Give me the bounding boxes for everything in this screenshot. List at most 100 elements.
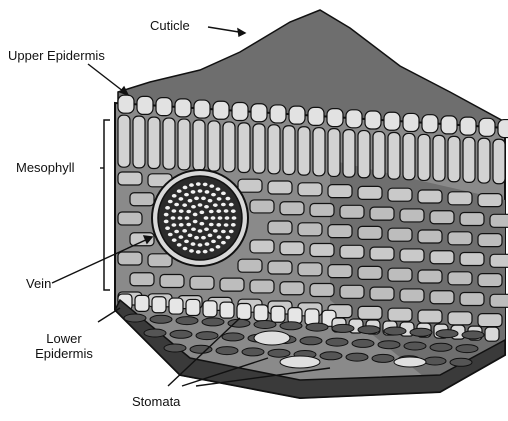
lower-epidermis-cell [237,304,251,320]
vein-cell [174,203,179,207]
vein-cell [208,199,213,203]
palisade-cell [268,125,280,174]
spongy-cell [148,254,172,267]
vein-cell [168,200,173,204]
spongy-cell [238,259,262,272]
palisade-cell [343,130,355,178]
bottom-cell [216,347,238,355]
bottom-cell [190,345,212,353]
palisade-cell [328,129,340,177]
mesophyll-bracket [104,120,110,290]
epidermis-cell [479,118,495,136]
vein-cell [226,197,231,201]
vein-cell [203,250,208,254]
spongy-cell [190,276,214,289]
spongy-cell [310,204,334,217]
vein-cell [229,203,234,207]
spongy-cell [310,284,334,297]
vein-cell [198,189,203,193]
vein-cell [179,223,184,227]
vein-cell [172,238,177,242]
bottom-cell [202,318,224,326]
bottom-cell [332,324,354,332]
vein-cell [209,223,214,227]
vein-cell [188,199,193,203]
bottom-cell [300,337,322,345]
spongy-cell [400,289,424,302]
upper-epidermis-label: Upper Epidermis [8,48,105,63]
bottom-cell [124,314,146,322]
vein-cell [211,193,216,197]
vein-cell [188,234,193,238]
vein-cell [193,220,198,224]
palisade-cell [418,134,430,180]
vein-cell [201,197,206,201]
spongy-cell [280,242,304,255]
epidermis-cell [232,103,248,121]
palisade-cell [283,126,295,175]
vein-cell [196,250,201,254]
epidermis-cell [403,113,419,131]
lower-epidermis-cell [169,298,183,314]
bottom-cell [436,330,458,338]
bottom-cell [346,353,368,361]
spongy-cell [478,234,502,247]
vein-cell [172,194,177,198]
vein-cell [213,203,218,207]
vein-cell [204,227,209,231]
vein-cell [183,186,188,190]
lower-epidermis-cell [271,306,285,322]
bottom-cell [456,345,478,353]
palisade-cell [118,115,130,167]
spongy-cell [418,310,442,323]
bottom-cell [450,358,472,366]
vein-cell [172,223,177,227]
epidermis-cell [194,100,210,118]
vein-cell [205,242,210,246]
vein-cell [226,236,231,240]
vein-cell [194,236,199,240]
spongy-cell [118,212,142,225]
spongy-cell [358,306,382,319]
spongy-cell [310,244,334,257]
lower-epidermis-leader [98,308,120,322]
spongy-cell [478,314,502,327]
vein-cell [193,213,198,217]
vein-cell [211,240,216,244]
stoma-opening [280,356,320,368]
vein-cell [208,234,213,238]
vein-cell [189,183,194,187]
vein-cell [231,223,236,227]
palisade-cell [178,119,190,170]
vein-cell [224,223,229,227]
vein-cell [216,209,221,213]
palisade-cell [148,117,160,168]
vein-cell [164,213,169,217]
spongy-cell [358,186,382,199]
bottom-cell [280,322,302,330]
spongy-cell [490,294,508,307]
palisade-cell [223,122,235,172]
spongy-cell [490,254,508,267]
lower-epidermis-cell [288,308,302,324]
vein-cell [165,206,170,210]
vein-cell [224,209,229,213]
vein-cell [221,203,226,207]
spongy-cell [448,272,472,285]
vein-cell [184,193,189,197]
vein-cell [221,192,226,196]
spongy-cell [478,274,502,287]
palisade-cell [163,118,175,169]
spongy-cell [250,240,274,253]
spongy-cell [250,280,274,293]
palisade-cell [463,137,475,182]
bottom-cell [176,317,198,325]
lower-epidermis-label: Lower Epidermis [26,331,102,361]
spongy-cell [388,228,412,241]
bottom-cell [358,326,380,334]
palisade-cell [133,116,145,168]
spongy-cell [400,209,424,222]
spongy-cell [388,188,412,201]
vein-cell [165,226,170,230]
palisade-cell [253,124,265,173]
